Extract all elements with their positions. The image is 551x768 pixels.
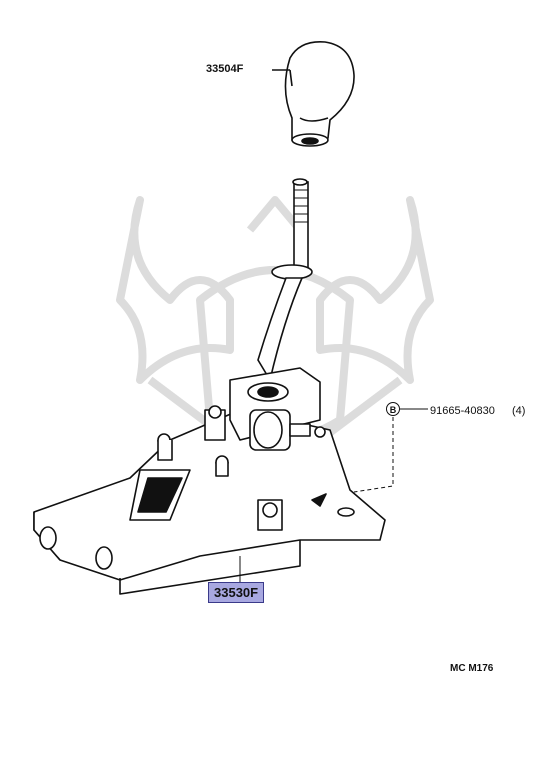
shift-knob-part-number: 33504F	[206, 63, 244, 75]
lever-shaft-drawing	[257, 178, 313, 383]
bolt-part-number: 91665-40830	[430, 405, 495, 417]
bolt-marker-circle: B	[386, 402, 400, 416]
shift-knob-drawing	[272, 41, 355, 147]
leader-lines	[239, 408, 428, 582]
diagram-code: MC M176	[450, 663, 494, 674]
bolt-quantity: (4)	[512, 405, 526, 417]
lever-assembly-part-number[interactable]: 33530F	[208, 582, 265, 603]
shifter-housing-drawing	[33, 367, 386, 595]
